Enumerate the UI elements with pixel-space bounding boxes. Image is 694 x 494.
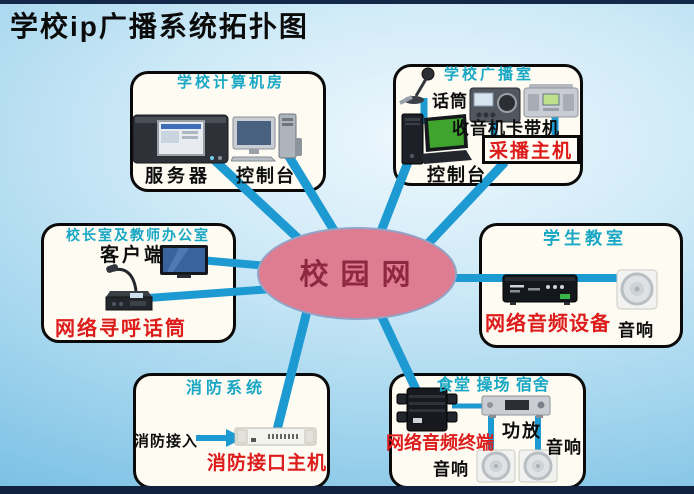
bottom-border-bar — [0, 486, 694, 494]
link-client-hub — [199, 256, 269, 270]
broadcast-room-title: 学校广播室 — [444, 66, 535, 83]
server-label: 服务器 — [145, 166, 211, 186]
fire-system-title: 消防系统 — [186, 380, 267, 397]
link-server-hub — [206, 152, 307, 247]
public-speaker-left-label: 音响 — [433, 460, 469, 479]
cassette-player-icon — [523, 84, 579, 118]
link-hub-fire-host — [272, 309, 312, 432]
campus-network-label: 校园网 — [299, 258, 423, 291]
network-audio-terminal-icon — [396, 387, 458, 432]
broadcast-computer-icon — [401, 113, 472, 165]
microphone-label: 话筒 — [432, 92, 468, 111]
capture-host-badge: 采播主机 — [482, 135, 580, 164]
link-capture-host-hub — [418, 158, 509, 254]
paging-microphone-icon — [105, 264, 153, 311]
fire-interface-host-label: 消防接口主机 — [207, 453, 328, 474]
computer-room-title: 学校计算机房 — [177, 74, 286, 91]
node-principal-office — [41, 223, 236, 343]
radio-tuner-icon — [469, 87, 521, 123]
classroom-speaker-label: 音响 — [618, 321, 654, 340]
network-audio-device-label: 网络音频设备 — [485, 313, 611, 335]
paging-mic-label: 网络寻呼话筒 — [55, 318, 187, 340]
capture-host-label: 采播主机 — [488, 141, 573, 162]
amplifier-label: 功放 — [502, 421, 542, 441]
campus-network-hub — [257, 227, 457, 320]
desktop-console-icon — [231, 113, 302, 162]
client-label: 客户端 — [100, 245, 167, 266]
top-border-bar — [0, 0, 694, 4]
broadcast-room-console-label: 控制台 — [427, 165, 487, 185]
ceiling-speaker-icon — [518, 449, 558, 483]
link-hub-audio-terminal — [376, 313, 425, 400]
public-areas-title: 食堂 操场 宿舍 — [437, 377, 550, 394]
page-title: 学校ip广播系统拓扑图 — [10, 11, 309, 42]
ceiling-speaker-icon — [476, 449, 516, 483]
computer-room-console-label: 控制台 — [236, 166, 296, 186]
fire-access-label: 消防接入 — [134, 433, 199, 450]
link-broadcast-console-hub — [375, 160, 413, 236]
fire-interface-host-icon — [234, 427, 317, 446]
network-audio-device-icon — [502, 274, 578, 305]
principal-office-title: 校长室及教师办公室 — [66, 227, 210, 243]
ceiling-speaker-icon — [616, 269, 658, 310]
link-paging-mic-hub — [147, 285, 273, 302]
server-icon — [132, 114, 229, 164]
desk-microphone-icon — [399, 67, 435, 105]
radio-cassette-label: 收音机卡带机 — [452, 119, 560, 138]
public-speaker-right-label: 音响 — [546, 438, 582, 457]
classroom-title: 学生教室 — [543, 229, 627, 248]
link-console-hub — [281, 147, 342, 240]
amplifier-icon — [481, 395, 551, 418]
network-audio-terminal-label: 网络音频终端 — [386, 433, 494, 453]
client-monitor-icon — [160, 245, 208, 278]
